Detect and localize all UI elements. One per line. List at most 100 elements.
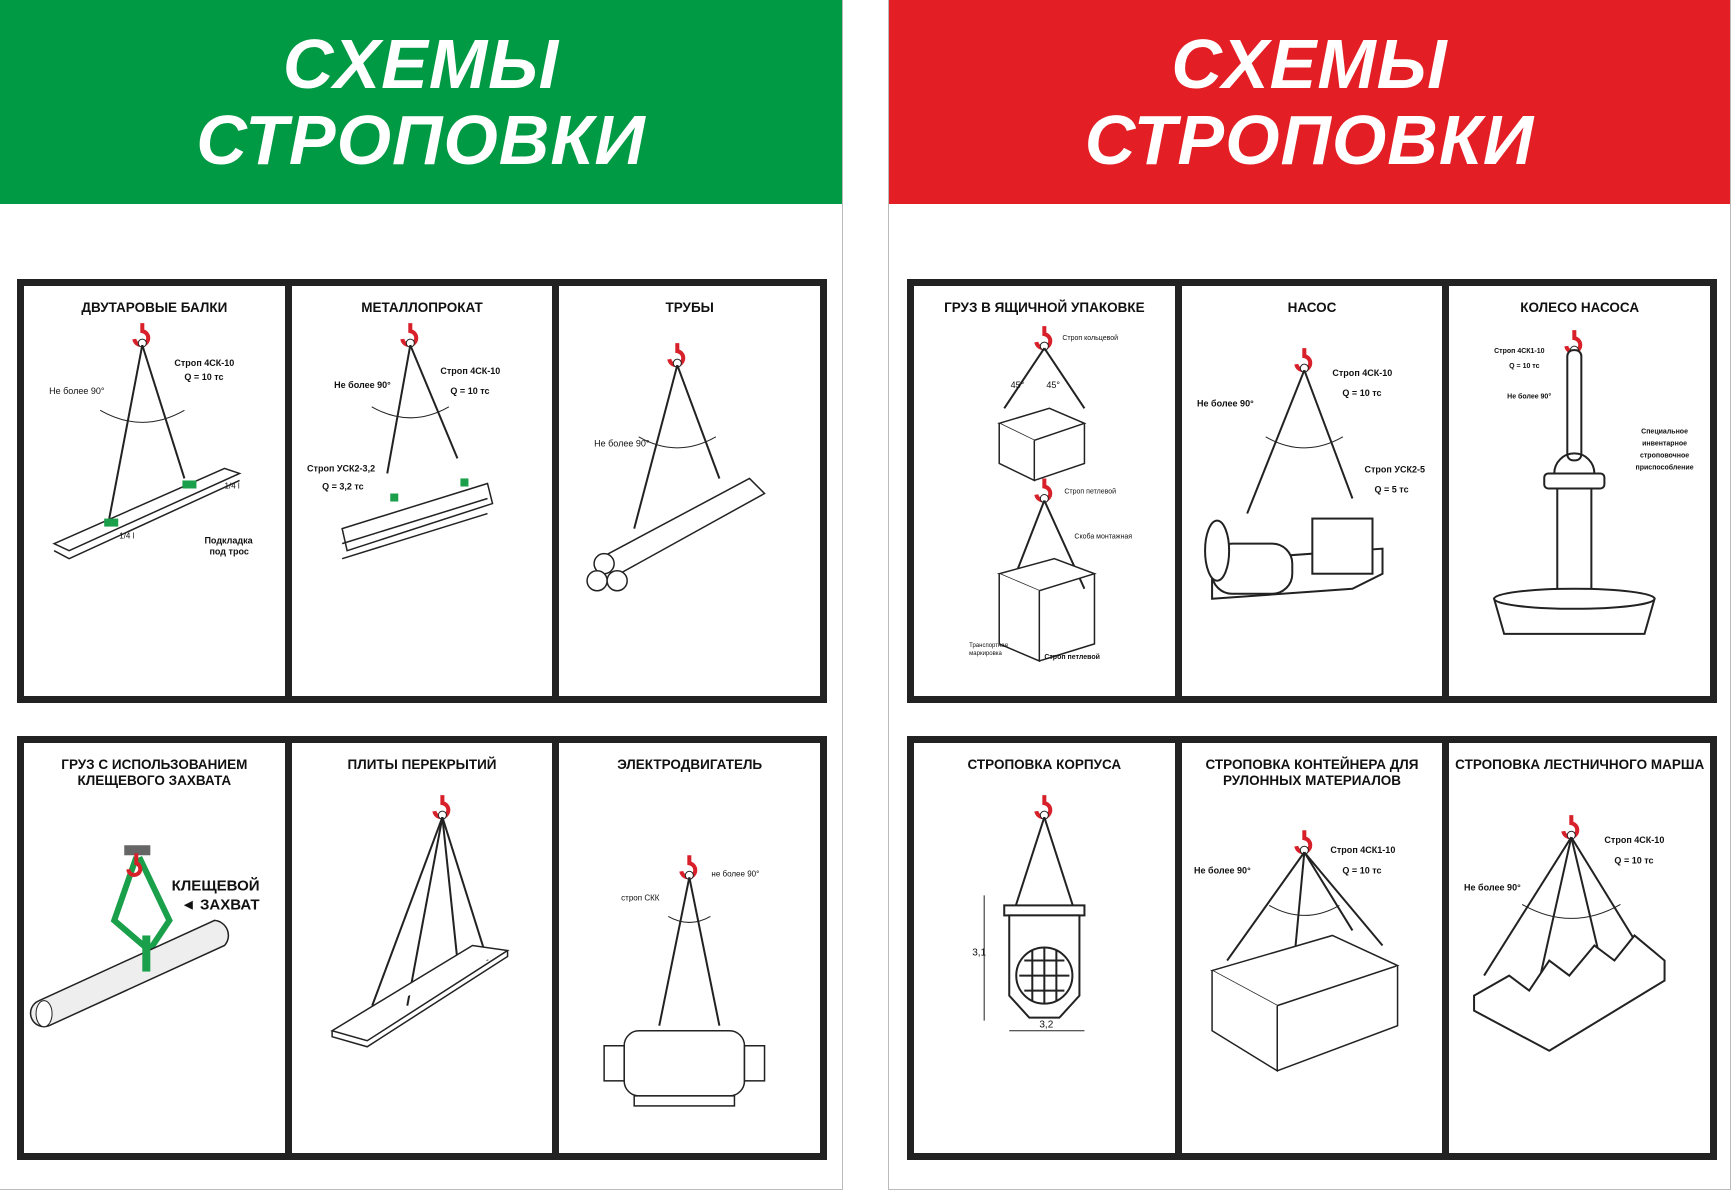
rigging-diagram: Строп 4СК-10 Q = 10 тс Не более 90° — [1464, 815, 1666, 1052]
crane-hook-icon — [1561, 815, 1580, 840]
panel-title: СТРОПОВКА КОНТЕЙНЕРА ДЛЯ РУЛОННЫХ МАТЕРИ… — [1205, 757, 1419, 788]
rigging-diagram: Строп 4СК-10 Q = 10 тс Не более 90° Строп У… — [1197, 348, 1425, 600]
rigging-panel: ПЛИТЫ ПЕРЕКРЫТИЙ — [291, 743, 553, 1153]
diagram-label: Подкладка — [204, 536, 253, 546]
diagram-label: 3,2 — [1039, 1020, 1053, 1031]
diagram-label: Скоба монтажная — [1074, 533, 1132, 541]
panel-title: МЕТАЛЛОПРОКАТ — [361, 300, 483, 315]
diagram-label: Q = 10 тс — [1342, 865, 1381, 875]
diagram-label: Строп 4СК-10 — [174, 358, 234, 368]
crane-hook-icon — [679, 855, 698, 880]
diagram-label: Строп 4СК-10 — [440, 366, 500, 376]
panel-title: ПЛИТЫ ПЕРЕКРЫТИЙ — [347, 757, 497, 772]
crane-hook-icon — [1034, 326, 1053, 351]
crane-hook-icon — [1034, 795, 1053, 820]
panel-title: КОЛЕСО НАСОСА — [1520, 300, 1640, 315]
diagram-label: не более 90° — [712, 869, 760, 878]
rigging-diagram — [329, 795, 510, 1048]
diagram-label: Строп УСК2-5 — [1364, 464, 1425, 474]
diagram-label: Транспортная — [969, 643, 1008, 649]
diagram-label: 1/4 l — [225, 481, 240, 490]
rigging-diagram: Не более 90° — [586, 343, 767, 592]
diagram-label: Не более 90° — [1197, 398, 1254, 408]
diagram-label: Не более 90° — [1194, 865, 1251, 875]
rigging-panel: КЛЕЩЕВОЙ ◄ ЗАХВАТ ГРУЗ С ИСПОЛЬЗОВАНИЕМ КЛ… — [24, 743, 285, 1153]
panel-title: СТРОПОВКА КОРПУСА — [967, 757, 1122, 772]
rigging-panel: строп СКК не более 90° ЭЛЕКТРОДВИГАТЕЛЬ — [559, 743, 821, 1153]
crane-hook-icon — [399, 323, 418, 348]
diagram-label: Строп 4СК-10 — [1332, 368, 1392, 378]
rigging-panel: Строп 4СК-10 Q = 10 тс Не более 90° Подклад… — [24, 286, 285, 696]
diagram-label: 1/4 l — [119, 532, 134, 541]
diagram-label: Строп петлевой — [1044, 653, 1100, 661]
diagram-label: ◄ ЗАХВАТ — [181, 896, 260, 913]
diagram-label: маркировка — [969, 651, 1002, 657]
diagram-label: Q = 5 тс — [1374, 485, 1408, 495]
diagram-label: Строп петлевой — [1064, 488, 1116, 496]
crane-hook-icon — [1293, 348, 1312, 373]
diagram-label: под трос — [209, 547, 248, 557]
diagram-label: Строп 4СК1-10 — [1494, 348, 1545, 355]
panel-title: ЭЛЕКТРОДВИГАТЕЛЬ — [617, 757, 763, 772]
crane-hook-icon — [667, 343, 686, 368]
diagram-label: 45° — [1046, 380, 1060, 390]
panel-grid-bottom: КЛЕЩЕВОЙ ◄ ЗАХВАТ ГРУЗ С ИСПОЛЬЗОВАНИЕМ КЛ… — [17, 736, 827, 1160]
panel-title: ДВУТАРОВЫЕ БАЛКИ — [81, 300, 228, 315]
diagram-label: Q = 10 тс — [184, 372, 223, 382]
crane-hook-icon — [1293, 830, 1312, 855]
diagram-label: Не более 90° — [1507, 392, 1551, 400]
panel-grid-top: Строп 4СК-10 Q = 10 тс Не более 90° Подклад… — [17, 279, 827, 703]
diagram-label: Не более 90° — [49, 386, 105, 396]
diagram-label: Q = 3,2 тс — [322, 481, 364, 491]
diagram-label: строп СКК — [622, 893, 661, 902]
rigging-diagram: строп СКК не более 90° — [603, 855, 766, 1107]
poster-header: СХЕМЫ СТРОПОВКИ — [889, 0, 1730, 204]
diagram-label: Строп кольцевой — [1062, 334, 1118, 342]
poster-title-line2: СТРОПОВКИ — [1084, 101, 1535, 179]
diagram-label: инвентарное — [1642, 440, 1687, 447]
rigging-diagram: Строп 4СК-10 Q = 10 тс Не более 90° Подклад… — [49, 323, 254, 560]
rigging-panel: Строп 4СК-10 Q = 10 тс Не более 90° Строп У… — [1181, 286, 1443, 696]
diagram-label: Q = 10 тс — [1615, 855, 1654, 865]
rigging-panel: Не более 90° Строп 4СК-10 Q = 10 тс Строп У… — [291, 286, 553, 696]
rigging-panel: 3,1 3,2 СТРОПОВКА КОРПУСА — [914, 743, 1175, 1153]
diagram-label: приспособление — [1636, 463, 1694, 471]
rigging-diagram: Строп 4СК1-10 Q = 10 тс Не более 90° Специа… — [1493, 330, 1694, 635]
crane-hook-icon — [132, 323, 151, 348]
diagram-label: Не более 90° — [334, 380, 391, 390]
panel-grid-bottom: 3,1 3,2 СТРОПОВКА КОРПУСА Строп 4СК1-10 Q = … — [907, 736, 1717, 1160]
panel-title: ГРУЗ С ИСПОЛЬЗОВАНИЕМ КЛЕЩЕВОГО ЗАХВАТА — [61, 757, 248, 788]
diagram-label: Строп УСК2-3,2 — [307, 463, 375, 473]
diagram-label: КЛЕЩЕВОЙ — [172, 876, 260, 894]
diagram-label: Не более 90° — [594, 438, 650, 448]
diagram-label: Q = 10 тс — [1509, 363, 1539, 370]
rigging-diagram: Строп 4СК1-10 Q = 10 тс Не более 90° — [1194, 830, 1400, 1073]
panel-title: СТРОПОВКА ЛЕСТНИЧНОГО МАРША — [1455, 757, 1705, 772]
diagram-label: Специальное — [1641, 428, 1688, 435]
poster-header: СХЕМЫ СТРОПОВКИ — [0, 0, 842, 204]
diagram-label: Q = 10 тс — [1342, 388, 1381, 398]
poster-title-line1: СХЕМЫ — [1171, 25, 1448, 103]
rigging-diagram: 3,1 3,2 — [972, 795, 1086, 1032]
panel-title: ТРУБЫ — [665, 300, 714, 315]
crane-hook-icon — [432, 795, 450, 820]
rigging-diagram: КЛЕЩЕВОЙ ◄ ЗАХВАТ — [29, 845, 260, 1028]
diagram-label: Строп 4СК1-10 — [1330, 845, 1395, 855]
poster-title-line1: СХЕМЫ — [282, 25, 560, 103]
rigging-panel: Не более 90° ТРУБЫ — [559, 286, 821, 696]
diagram-label: Строп 4СК-10 — [1605, 835, 1665, 845]
rigging-panel: Строп 4СК1-10 Q = 10 тс Не более 90° Специа… — [1449, 286, 1711, 696]
diagram-label: Не более 90° — [1464, 882, 1521, 892]
crane-hook-icon — [1034, 478, 1053, 504]
diagram-label: Q = 10 тс — [450, 386, 489, 396]
panel-title: ГРУЗ В ЯЩИЧНОЙ УПАКОВКЕ — [944, 300, 1145, 315]
diagram-label: 3,1 — [972, 948, 986, 959]
rigging-panel: Строп 4СК1-10 Q = 10 тс Не более 90° СТРОПО… — [1181, 743, 1443, 1153]
diagram-label: строповочное — [1640, 452, 1689, 459]
diagram-label: 45° — [1011, 380, 1025, 390]
